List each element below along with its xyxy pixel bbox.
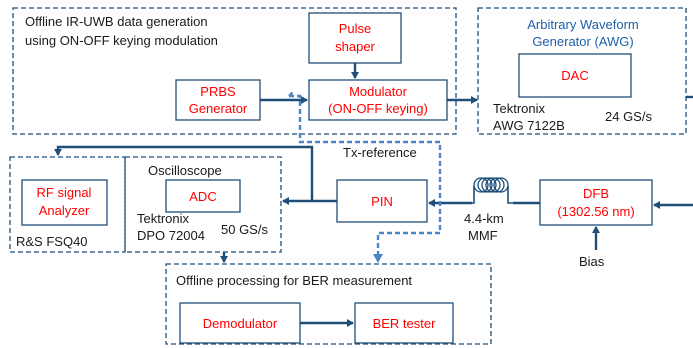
offline-processing-title: Offline processing for BER measurement (176, 273, 412, 288)
tx-reference-tap (288, 91, 294, 97)
pin-photodiode-label: PIN (371, 194, 393, 209)
dfb-laser-label-line2: (1302.56 nm) (557, 204, 634, 219)
prbs-generator-block (175, 79, 261, 121)
dfb-laser-label: DFB (583, 186, 609, 201)
tx-reference-label: Tx-reference (343, 145, 417, 160)
modulator-label-line2: (ON-OFF keying) (328, 101, 428, 116)
fiber-type-label: MMF (468, 228, 498, 243)
fiber-spool-icon (472, 177, 513, 204)
pulse-shaper-label-line2: shaper (335, 39, 375, 54)
oscilloscope-model: Tektronix (137, 211, 190, 226)
adc-label: ADC (189, 189, 216, 204)
prbs-generator-label-line2: Generator (189, 101, 248, 116)
offline-generation-title-line2: using ON-OFF keying modulation (25, 33, 218, 48)
rf-signal-analyzer-label: RF signal (37, 185, 92, 200)
rf-signal-analyzer-label-line2: Analyzer (39, 203, 90, 218)
dac-label: DAC (561, 68, 588, 83)
demodulator-label: Demodulator (203, 316, 278, 331)
ber-tester-block (354, 302, 454, 344)
offline-generation-title: Offline IR-UWB data generation (25, 14, 208, 29)
oscilloscope-group (124, 156, 282, 253)
pulse-shaper-block (308, 12, 402, 64)
bias-label: Bias (579, 254, 605, 269)
modulator-label: Modulator (349, 84, 407, 99)
pulse-shaper-label: Pulse (339, 21, 372, 36)
rf-signal-analyzer-block (21, 179, 108, 226)
adc-block (165, 179, 241, 213)
awg-sample-rate: 24 GS/s (605, 109, 652, 124)
prbs-generator-label: PRBS (200, 84, 236, 99)
offline-generation-group (12, 7, 457, 135)
demodulator-block (179, 302, 301, 344)
awg-model: Tektronix (493, 101, 546, 116)
tx-reference-path (289, 94, 442, 263)
awg-title-line2: Generator (AWG) (532, 34, 633, 49)
oscilloscope-label: Oscilloscope (148, 163, 222, 178)
oscilloscope-sample-rate: 50 GS/s (221, 222, 268, 237)
awg-group (477, 7, 687, 135)
oscilloscope-model-line2: DPO 72004 (137, 228, 205, 243)
awg-title: Arbitrary Waveform (527, 17, 638, 32)
awg-model-line2: AWG 7122B (493, 118, 565, 133)
dac-block (518, 53, 632, 98)
fiber-length-label: 4.4-km (464, 211, 504, 226)
ber-tester-label: BER tester (373, 316, 437, 331)
rf-analyzer-group (9, 156, 126, 253)
rf-analyzer-model: R&S FSQ40 (16, 234, 88, 249)
offline-processing-group (165, 263, 492, 345)
pin-to-rf-analyzer-arrow (54, 145, 314, 201)
